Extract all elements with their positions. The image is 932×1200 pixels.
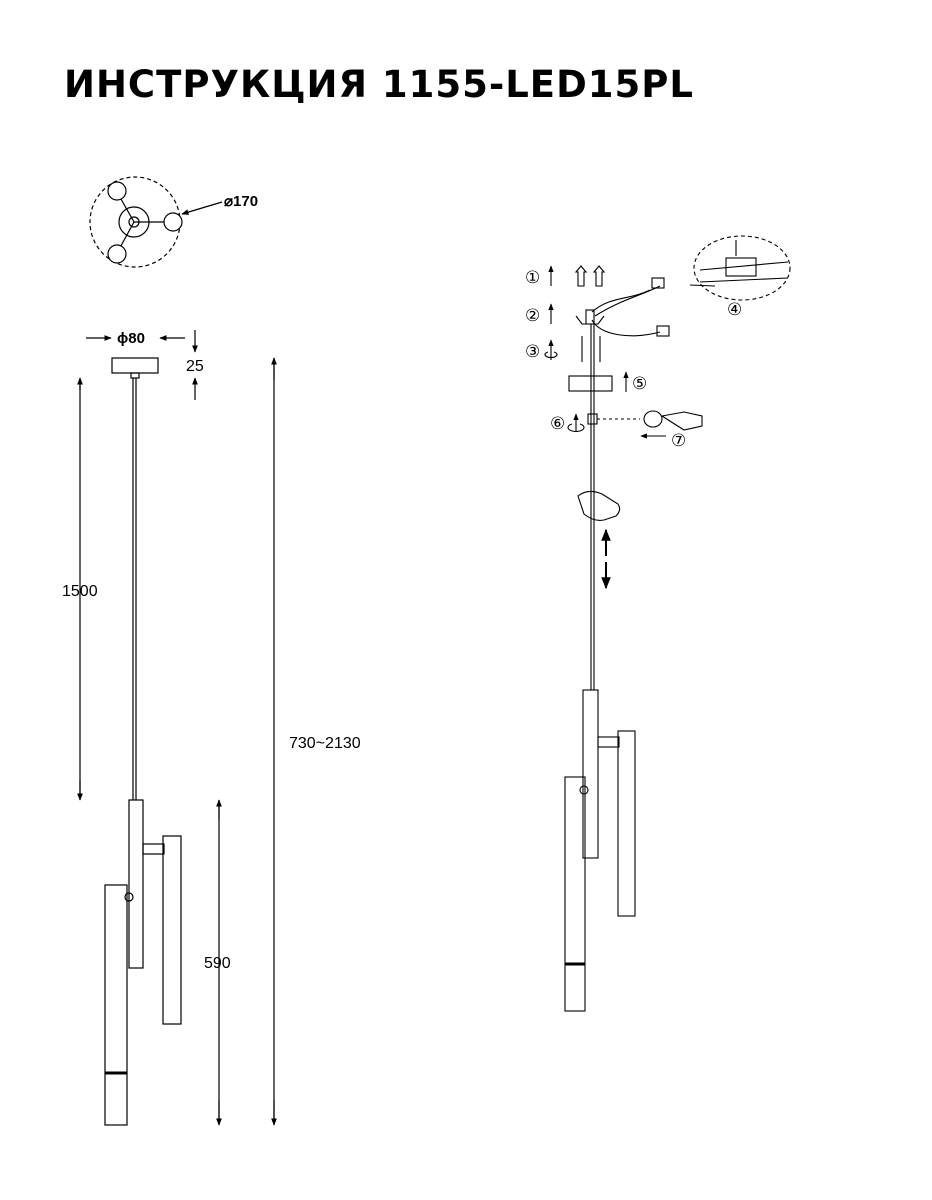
step-3-label: ③ (525, 342, 540, 361)
side-view (77, 330, 277, 1126)
fixture-height-label: 590 (204, 955, 231, 972)
step-6-label: ⑥ (550, 414, 565, 433)
step-2-label: ② (525, 306, 540, 325)
step-7-label: ⑦ (671, 431, 686, 450)
total-height-label: 730~2130 (289, 735, 361, 752)
top-view (89, 176, 223, 268)
canopy-diameter-label: ⌀170 (224, 193, 258, 210)
canopy-height-label: 25 (186, 358, 204, 375)
step-4-label: ④ (727, 300, 742, 319)
step-1-label: ① (525, 268, 540, 287)
step-5-label: ⑤ (632, 374, 647, 393)
assembly-view (544, 235, 791, 1012)
page-title: ИНСТРУКЦИЯ 1155-LED15PL (64, 63, 694, 106)
cable-length-label: 1500 (62, 583, 98, 600)
base-diameter-label: ϕ80 (117, 330, 145, 347)
